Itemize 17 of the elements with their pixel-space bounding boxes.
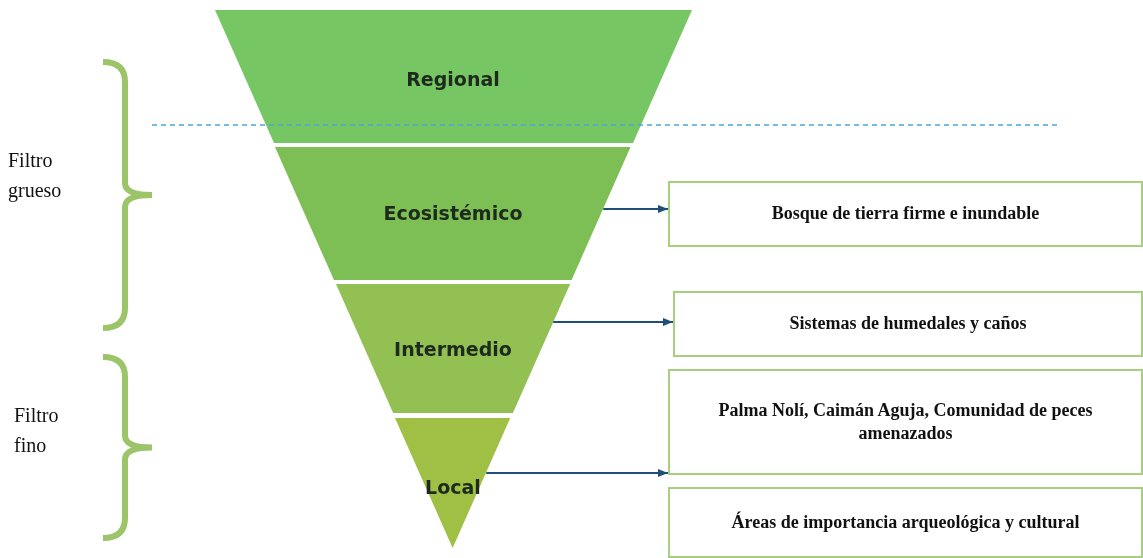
arrow [485,469,669,477]
level-label: Ecosistémico [382,202,524,224]
level-label: Regional [405,68,501,90]
text-box [668,487,1143,558]
level-label: Local [424,476,482,498]
box-text: Sistemas de humedales y caños [788,312,1028,336]
text-box [668,181,1143,247]
filter-label: Filtro fino [14,403,60,458]
box-text: Bosque de tierra firme e inundable [770,202,1041,226]
arrow [552,318,674,326]
level-label: Intermedio [393,338,513,360]
box-text: Palma Nolí, Caimán Aguja, Comunidad de peces amenazados [717,398,1094,445]
filter-label: Filtro grueso [8,148,63,204]
box-text: Áreas de importancia arqueológica y cultural [730,510,1081,534]
text-box [673,291,1143,357]
arrow [602,205,669,213]
text-box [668,369,1143,475]
